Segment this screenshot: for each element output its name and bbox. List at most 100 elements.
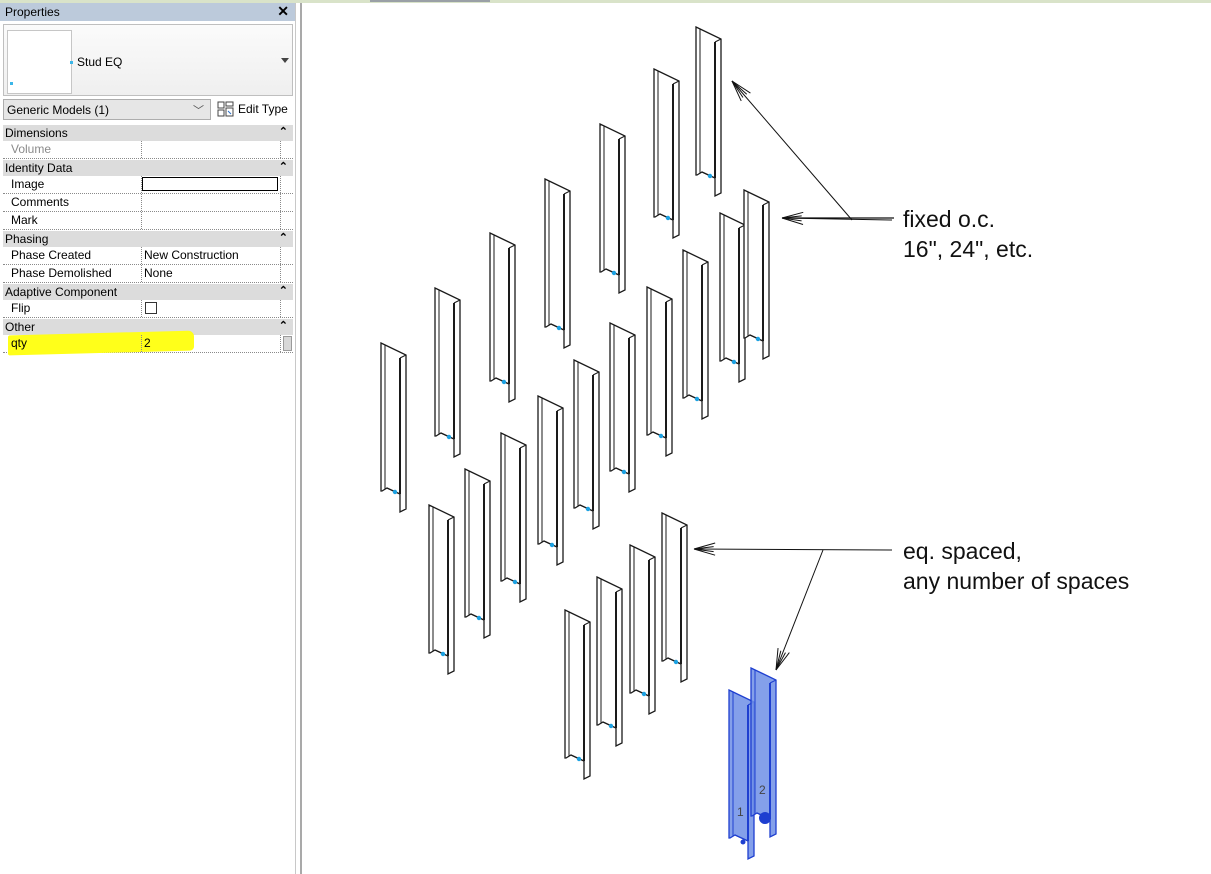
mark-input[interactable] [142, 212, 281, 229]
endpoint-icon [658, 433, 664, 439]
property-value-volume [142, 141, 281, 158]
flip-checkbox[interactable] [145, 302, 157, 314]
endpoint-icon [501, 379, 507, 385]
property-row-comments: Comments [3, 194, 293, 212]
adaptive-point-icon [740, 839, 746, 845]
property-row-mark: Mark [3, 212, 293, 230]
stud[interactable] [573, 358, 600, 531]
property-row-volume: Volume [3, 141, 293, 159]
selected-stud[interactable]: 2 [750, 666, 777, 839]
stud[interactable] [537, 394, 564, 567]
close-icon[interactable]: ✕ [277, 3, 289, 19]
type-preview-thumbnail [7, 30, 73, 94]
endpoint-icon [707, 173, 713, 179]
stud[interactable] [500, 431, 527, 604]
endpoint-icon [556, 325, 562, 331]
group-label: Identity Data [5, 161, 73, 175]
category-row: Generic Models (1) ﹀ Edit Type [3, 99, 293, 121]
endpoint-icon [476, 615, 482, 621]
group-label: Adaptive Component [5, 285, 118, 299]
property-row-qty: qty 2 [3, 330, 293, 356]
stud[interactable] [719, 211, 746, 384]
endpoint-icon [440, 651, 446, 657]
phase-created-field[interactable]: New Construction [142, 247, 281, 264]
qty-input[interactable]: 2 [142, 335, 281, 352]
group-label: Other [5, 320, 36, 334]
endpoint-icon [641, 691, 647, 697]
stud[interactable] [695, 25, 722, 198]
stud[interactable] [544, 177, 571, 350]
endpoint-icon [621, 469, 627, 475]
collapse-icon[interactable]: ⌃ [278, 320, 288, 332]
endpoint-icon [585, 506, 591, 512]
category-filter-dropdown[interactable]: Generic Models (1) ﹀ [3, 99, 211, 120]
image-input[interactable] [142, 177, 278, 191]
group-adaptive-component[interactable]: Adaptive Component ⌃ [3, 283, 293, 300]
properties-title: Properties [5, 5, 60, 19]
collapse-icon[interactable]: ⌃ [278, 285, 288, 297]
group-label: Phasing [5, 232, 49, 246]
edit-type-icon [217, 101, 234, 117]
stud[interactable] [629, 543, 656, 716]
endpoint-icon [665, 215, 671, 221]
stud[interactable] [489, 231, 516, 404]
stud[interactable] [743, 188, 770, 361]
property-value: None [144, 266, 173, 280]
endpoint-icon [512, 579, 518, 585]
group-identity-data[interactable]: Identity Data ⌃ [3, 159, 293, 176]
stud[interactable] [464, 467, 491, 640]
endpoint-icon [392, 489, 398, 495]
stud[interactable] [428, 503, 455, 676]
edit-type-button[interactable]: Edit Type [217, 99, 293, 120]
property-key: Comments [11, 195, 70, 209]
stud[interactable] [599, 122, 626, 295]
group-phasing[interactable]: Phasing ⌃ [3, 230, 293, 247]
collapse-icon[interactable]: ⌃ [278, 232, 288, 244]
endpoint-icon [549, 542, 555, 548]
top-strip [0, 0, 1211, 3]
leader-arrow [731, 80, 853, 221]
chevron-down-icon: ﹀ [193, 105, 204, 117]
property-key: Flip [11, 301, 31, 315]
stud[interactable] [646, 285, 673, 458]
scrollbar-thumb[interactable] [283, 336, 292, 351]
endpoint-icon [755, 336, 761, 342]
type-selector[interactable]: Stud EQ [3, 24, 293, 96]
endpoint-icon [608, 723, 614, 729]
collapse-icon[interactable]: ⌃ [278, 126, 288, 138]
dropdown-arrow-icon[interactable] [281, 58, 289, 63]
property-value: New Construction [144, 248, 239, 262]
endpoint-icon [694, 396, 700, 402]
endpoint-icon [576, 756, 582, 762]
point-number-label: 2 [759, 783, 766, 797]
group-other[interactable]: Other ⌃ [3, 318, 293, 335]
endpoint-icon [446, 434, 452, 440]
stud[interactable] [682, 248, 709, 421]
stud[interactable] [653, 67, 680, 240]
category-filter-value: Generic Models (1) [7, 103, 110, 117]
phase-demolished-field[interactable]: None [142, 265, 281, 282]
properties-title-bar: Properties ✕ [0, 3, 295, 21]
edit-type-label: Edit Type [238, 102, 288, 116]
stud[interactable] [564, 608, 591, 781]
comments-input[interactable] [142, 194, 281, 211]
leader-arrow [693, 542, 893, 556]
property-row-phase-created: Phase Created New Construction [3, 247, 293, 265]
selected-stud[interactable]: 1 [728, 688, 755, 861]
stud[interactable] [596, 575, 623, 748]
scrollbar[interactable] [281, 335, 293, 352]
property-grid: Dimensions ⌃ Volume Identity Data ⌃ Imag… [3, 124, 293, 356]
collapse-icon[interactable]: ⌃ [278, 161, 288, 173]
view-tab-edge[interactable] [370, 0, 490, 2]
stud[interactable] [661, 511, 688, 684]
adaptive-point-icon [759, 812, 771, 824]
property-key: Phase Created [11, 248, 92, 262]
group-dimensions[interactable]: Dimensions ⌃ [3, 124, 293, 141]
endpoint-icon [731, 359, 737, 365]
annotation-eq-spaced: eq. spaced, any number of spaces [903, 538, 1130, 594]
model-canvas[interactable]: 12 [302, 3, 1211, 874]
stud[interactable] [380, 341, 407, 514]
stud[interactable] [434, 286, 461, 459]
stud[interactable] [609, 321, 636, 494]
